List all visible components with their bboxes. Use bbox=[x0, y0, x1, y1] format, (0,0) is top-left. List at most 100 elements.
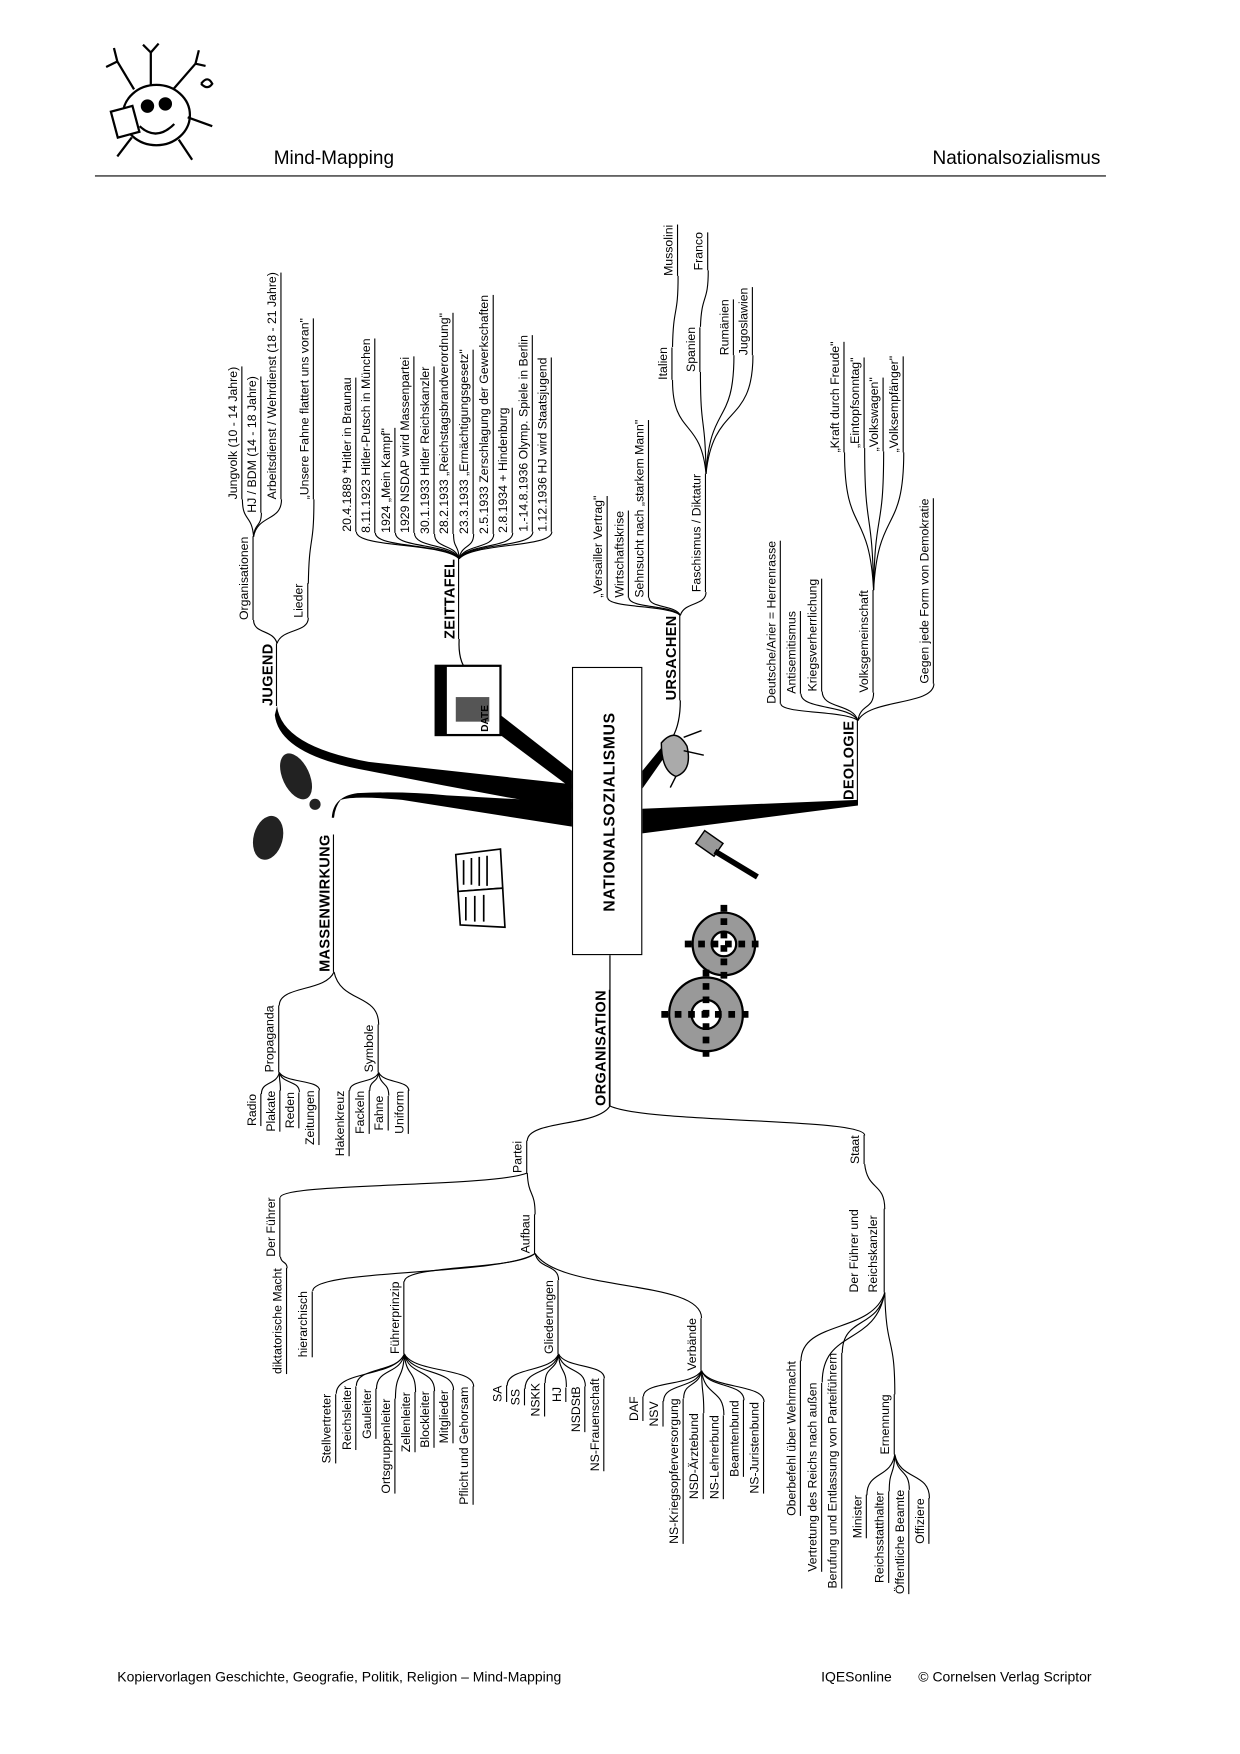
connector-line bbox=[434, 533, 460, 559]
verbaende-item: NS-Lehrerbund bbox=[708, 1415, 724, 1500]
connector-line bbox=[699, 270, 709, 327]
fuehrerprinzip-item: Ortsgruppenleiter bbox=[379, 1398, 396, 1494]
fuehrer-line2: Reichskanzler bbox=[866, 1215, 881, 1293]
massenwirkung-symbole: Symbole bbox=[363, 1024, 379, 1073]
connector-line bbox=[705, 355, 754, 474]
connector-line bbox=[312, 1252, 536, 1292]
fuehrerprinzip-item: Reichsleiter bbox=[340, 1385, 357, 1451]
branch-title-ideologie: IDEOLOGIE bbox=[840, 720, 858, 805]
connector-line bbox=[378, 1072, 410, 1091]
fuehrer-item: diktatorische Macht bbox=[271, 1268, 288, 1375]
connector-line bbox=[841, 1292, 886, 1353]
zeittafel-item: 2.5.1933 Zerschlagung der Gewerkschaften bbox=[478, 294, 494, 534]
jugend-org-item: Jungvolk (10 - 14 Jahre) bbox=[226, 366, 243, 500]
ursachen-faschismus: Faschismus / Diktatur bbox=[690, 473, 707, 593]
central-topic-title: NATIONALSOZIALISMUS bbox=[599, 712, 618, 912]
fuehrerprinzip-item: Zellenleiter bbox=[399, 1392, 416, 1453]
footer-iqesonline: IQESonline bbox=[821, 1668, 892, 1685]
gliederungen-item: SS bbox=[509, 1388, 526, 1406]
connector-line bbox=[705, 355, 735, 474]
fuehrer-line1: Der Führer und bbox=[847, 1209, 862, 1293]
zeittafel-item: 20.4.1889 *Hitler in Braunau bbox=[340, 377, 357, 532]
connector-line bbox=[278, 1072, 321, 1091]
ideologie-item: Antisemitismus bbox=[785, 611, 801, 694]
ursachen-item: Wirtschaftskrise bbox=[613, 510, 629, 598]
country-rumaenien: Rumänien bbox=[718, 299, 734, 356]
footprints-icon bbox=[252, 753, 321, 860]
symbole-item: Fahne bbox=[373, 1095, 389, 1131]
connector-line bbox=[276, 617, 309, 644]
fuehrerprinzip-item: Gauleiter bbox=[360, 1388, 377, 1439]
zeittafel-item: 30.1.1933 Hitler Reichskanzler bbox=[418, 366, 435, 534]
staat-fuehrer-reichskanzler: Der Führer und Reichskanzler bbox=[845, 1209, 885, 1293]
verbaende-item: NS-Kriegsopferversorgung bbox=[668, 1398, 684, 1544]
gliederungen-item: NSKK bbox=[529, 1383, 546, 1417]
connector-line bbox=[679, 591, 707, 616]
connector-line bbox=[544, 1353, 560, 1384]
verbaende-item: NS-Juristenbund bbox=[748, 1402, 765, 1494]
hammer-icon bbox=[694, 829, 759, 880]
volksgemeinschaft-item: „Eintopfsonntag" bbox=[849, 357, 865, 448]
connector-line bbox=[821, 691, 859, 721]
connector-line bbox=[628, 597, 681, 616]
staat-item: Oberbefehl über Wehrmacht bbox=[785, 1361, 801, 1516]
connector-line bbox=[403, 1353, 475, 1387]
connector-line bbox=[458, 533, 475, 559]
connector-line bbox=[558, 1353, 586, 1387]
propaganda-item: Reden bbox=[283, 1092, 300, 1129]
ursachen-item: Sehnsucht nach „starkem Mann" bbox=[633, 419, 650, 598]
staat-item: Berufung und Entlassung von Parteiführer… bbox=[826, 1352, 843, 1589]
connector-line bbox=[873, 452, 905, 591]
ideologie-volksgemeinschaft: Volksgemeinschaft bbox=[857, 590, 874, 693]
connector-line bbox=[701, 1370, 765, 1403]
ideologie-item: Deutsche/Arier = Herrenrasse bbox=[765, 540, 781, 704]
verbaende-item: NSV bbox=[647, 1401, 664, 1427]
partei-der-fuehrer: Der Führer bbox=[264, 1197, 281, 1257]
connector-line bbox=[355, 1353, 405, 1386]
jugend-lieder: Lieder bbox=[292, 583, 309, 618]
connector-line bbox=[333, 971, 380, 1025]
gears-icon bbox=[661, 904, 763, 1060]
volksgemeinschaft-item: „Kraft durch Freude" bbox=[828, 341, 845, 453]
staat-item: Vertretung des Reichs nach außen bbox=[806, 1382, 823, 1572]
zeittafel-item: 1929 NSDAP wird Massenpartei bbox=[398, 356, 415, 533]
ursachen-item: „Versailler Vertrag" bbox=[592, 495, 608, 598]
zeittafel-item: 1924 „Mein Kampf" bbox=[379, 428, 396, 533]
connector-line bbox=[671, 275, 679, 348]
gliederungen-item: SA bbox=[491, 1385, 508, 1402]
ernennung-item: Minister bbox=[851, 1495, 867, 1539]
connector-line bbox=[699, 372, 707, 474]
connector-line bbox=[253, 619, 278, 644]
connector-line bbox=[663, 1370, 703, 1402]
fuehrerprinzip-item: Stellvertreter bbox=[320, 1393, 337, 1464]
fuehrerprinzip-item: Pflicht und Gehorsam bbox=[458, 1386, 474, 1505]
zeittafel-item: 2.8.1934 + Hindenburg bbox=[497, 407, 513, 533]
connector-line bbox=[884, 1292, 896, 1395]
gliederungen-item: NSDStB bbox=[569, 1386, 586, 1433]
connector-line bbox=[452, 533, 460, 559]
branch-ursachen-wedge bbox=[642, 739, 674, 789]
connector-line bbox=[609, 1105, 866, 1136]
connector-line bbox=[888, 1454, 896, 1492]
organisation-partei: Partei bbox=[511, 1140, 528, 1173]
connector-line bbox=[279, 1172, 528, 1198]
connector-line bbox=[683, 1370, 703, 1399]
propaganda-item: Plakate bbox=[264, 1090, 281, 1132]
connector-line bbox=[458, 532, 514, 560]
aufbau-verbaende: Verbände bbox=[685, 1318, 702, 1371]
symbole-item: Uniform bbox=[393, 1090, 409, 1134]
aufbau-fuehrerprinzip: Führerprinzip bbox=[388, 1281, 405, 1354]
country-jugoslawien: Jugoslawien bbox=[737, 287, 753, 356]
connector-line bbox=[307, 499, 315, 584]
connector-line bbox=[369, 1072, 380, 1091]
propaganda-item: Radio bbox=[245, 1093, 262, 1127]
fuehrerprinzip-item: Blockleiter bbox=[418, 1391, 435, 1448]
ideologie-demokratie: Gegen jede Form von Demokratie bbox=[918, 498, 934, 684]
propaganda-item: Zeitungen bbox=[303, 1090, 320, 1146]
central-topic-box: NATIONALSOZIALISMUS bbox=[571, 666, 643, 956]
connector-line bbox=[843, 452, 875, 591]
connector-line bbox=[403, 1353, 436, 1392]
massenwirkung-propaganda: Propaganda bbox=[263, 1005, 280, 1073]
branch-title-massenwirkung: MASSENWIRKUNG bbox=[316, 834, 335, 972]
